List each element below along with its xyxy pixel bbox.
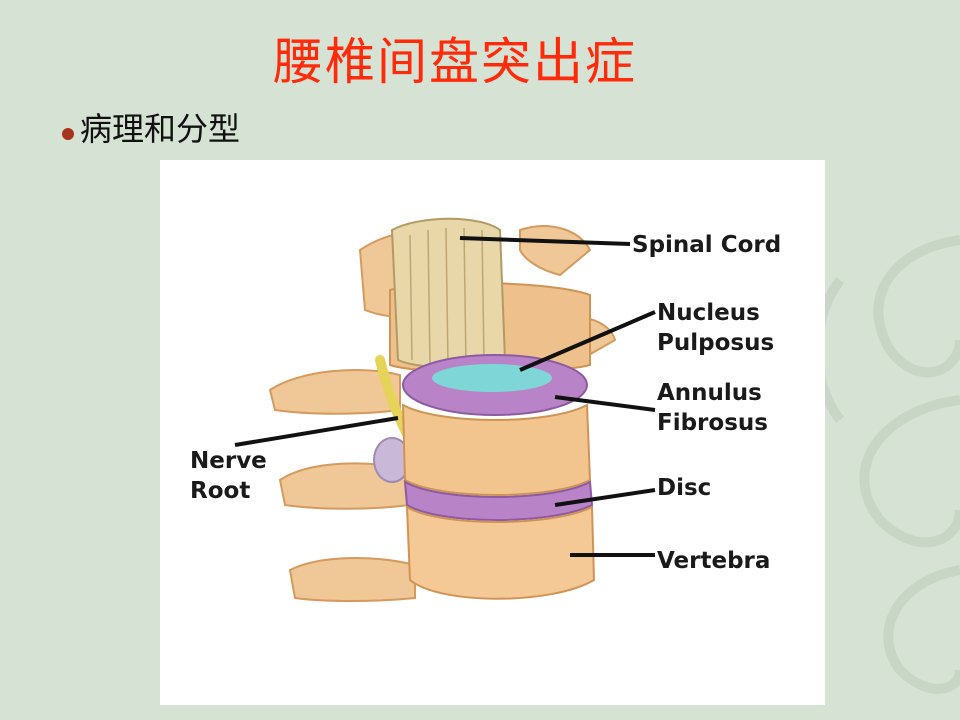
bullet-item: 病理和分型 (62, 104, 240, 150)
label-disc: Disc (657, 475, 711, 501)
vertebral-body (401, 403, 592, 496)
bullet-text: 病理和分型 (80, 110, 241, 148)
spine-illustration: Spinal Cord Nucleus Pulposus Annulus Fib… (190, 217, 781, 602)
label-nucleus-line2: Pulposus (657, 330, 774, 356)
intervertebral-disc-lower (403, 480, 594, 521)
label-nucleus-line1: Nucleus (657, 300, 760, 326)
label-spinal-cord: Spinal Cord (632, 232, 781, 258)
leader-lines (234, 236, 656, 557)
label-nerve-line1: Nerve (190, 448, 267, 474)
spinal-cord (390, 217, 507, 369)
spine-anatomy-figure: Spinal Cord Nucleus Pulposus Annulus Fib… (160, 160, 825, 705)
background-ornament (812, 235, 960, 694)
label-annulus-line2: Fibrosus (657, 410, 768, 436)
slide-title: 腰椎间盘突出症 (273, 33, 637, 91)
intervertebral-disc-upper (402, 354, 588, 416)
bullet-dot-icon (62, 128, 74, 140)
label-annulus-line1: Annulus (657, 380, 762, 406)
label-vertebra: Vertebra (657, 548, 770, 574)
label-nerve-line2: Root (190, 478, 250, 504)
lower-vertebra (405, 505, 596, 600)
